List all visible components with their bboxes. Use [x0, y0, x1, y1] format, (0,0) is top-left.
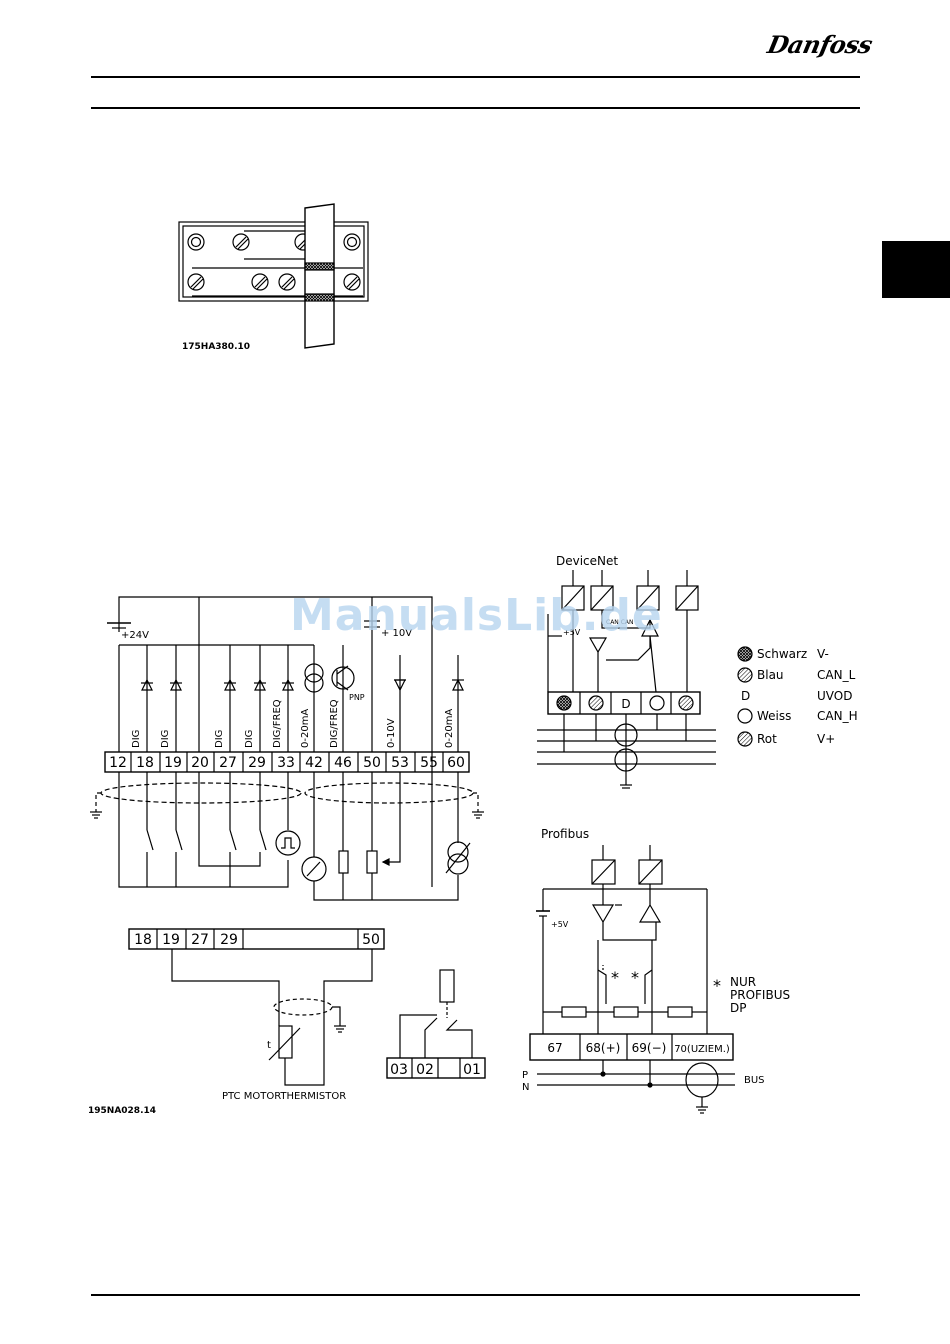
- legend-swatch-rot: [737, 731, 753, 747]
- n-line-label: N: [522, 1082, 529, 1093]
- terminal-label: 29: [248, 755, 266, 771]
- terminal-label: 53: [391, 755, 409, 771]
- ptc-terminal-label: 29: [220, 932, 238, 948]
- ptc-terminal-label: 18: [134, 932, 152, 948]
- legend-color: Schwarz: [757, 647, 807, 661]
- legend-signal: V-: [817, 647, 829, 661]
- terminal-label: 33: [277, 755, 295, 771]
- legend-swatch-schwarz: [737, 646, 753, 662]
- legend-color: Blau: [757, 668, 784, 682]
- note-asterisk: *: [713, 976, 721, 995]
- relay-terminal-label: 01: [463, 1062, 481, 1078]
- ptc-terminal-label: 19: [162, 932, 180, 948]
- ptc-terminal-label: 50: [362, 932, 380, 948]
- signal-label: DIG: [244, 730, 255, 748]
- transceiver-icon: [591, 904, 615, 924]
- profibus-terminal-label: 67: [547, 1041, 562, 1055]
- potentiometer-icon: [366, 850, 378, 874]
- profibus-terminal-label: 68(+): [586, 1041, 621, 1055]
- ptc-thermistor-icon: [278, 1025, 293, 1059]
- profibus-title: Profibus: [541, 827, 589, 841]
- figure-code-175ha380: 175HA380.10: [182, 342, 250, 352]
- legend-color: D: [741, 689, 750, 703]
- terminal-label: 50: [363, 755, 381, 771]
- header-rule-bottom: [91, 107, 860, 109]
- ptc-motorthermistor-label: PTC MOTORTHERMISTOR: [222, 1091, 346, 1102]
- ptc-terminal-strip: [128, 928, 385, 950]
- terminal-label: 20: [191, 755, 209, 771]
- legend-signal: V+: [817, 732, 835, 746]
- relay-terminal-label: 03: [390, 1062, 408, 1078]
- watermark-text: ManualsLib.de: [290, 590, 663, 641]
- bus-label: BUS: [744, 1075, 765, 1086]
- transceiver-icon: [588, 637, 608, 654]
- p-line-label: P: [522, 1070, 528, 1081]
- ptc-terminal-label: 27: [191, 932, 209, 948]
- relay-terminal-strip: [386, 1057, 486, 1079]
- profibus-diagram: [529, 845, 735, 1114]
- devicenet-diagram: [537, 570, 753, 789]
- devicenet-title: DeviceNet: [556, 554, 618, 568]
- current-sensor-icon: [447, 841, 469, 863]
- asterisk-label: *: [611, 968, 619, 987]
- header-rule-top: [91, 76, 860, 78]
- terminal-label: 42: [305, 755, 323, 771]
- devicenet-terminal-strip: [547, 691, 701, 715]
- terminal-label: 12: [109, 755, 127, 771]
- profibus-5v-label: +5V: [551, 920, 569, 929]
- legend-signal: CAN_L: [817, 668, 856, 682]
- terminal-label: 46: [334, 755, 352, 771]
- legend-swatch-weiss: [737, 708, 753, 724]
- supply-24v-label: +24V: [121, 630, 149, 641]
- devicenet-terminal-d: D: [621, 697, 630, 711]
- pulse-generator-icon: [275, 830, 301, 856]
- clamp-screw-icon: [187, 233, 361, 291]
- cable-clamp-figure: [178, 203, 369, 349]
- terminal-label: 60: [447, 755, 465, 771]
- footer-rule: [91, 1294, 860, 1296]
- supply-10v-label: + 10V: [381, 628, 412, 639]
- signal-label: 0-20mA: [300, 709, 311, 748]
- signal-label: DIG: [214, 730, 225, 748]
- legend-swatch-blau: [737, 667, 753, 683]
- terminal-label: 55: [420, 755, 438, 771]
- resistor-icon: [561, 1006, 587, 1018]
- legend-signal: CAN_H: [817, 709, 858, 723]
- profibus-terminal-label: 69(−): [632, 1041, 667, 1055]
- ptc-t-label: t: [267, 1040, 271, 1051]
- terminal-label: 18: [136, 755, 154, 771]
- signal-label: DIG: [160, 730, 171, 748]
- section-tab-marker: [882, 241, 950, 298]
- devicenet-5v-label: +5V: [563, 628, 581, 637]
- signal-label: DIG/FREQ: [329, 699, 340, 748]
- current-source-icon: [304, 663, 324, 683]
- signal-label: DIG/FREQ: [272, 699, 283, 748]
- pnp-label: PNP: [349, 693, 365, 702]
- note-line: DP: [730, 1001, 746, 1015]
- signal-label: DIG: [131, 730, 142, 748]
- pnp-transistor-icon: [331, 666, 355, 690]
- resistor-icon: [338, 850, 349, 874]
- terminal-label: 19: [164, 755, 182, 771]
- profibus-terminal-strip: [529, 1033, 734, 1061]
- relay-terminal-label: 02: [416, 1062, 434, 1078]
- note-line: PROFIBUS: [730, 988, 790, 1002]
- profibus-terminal-label: 70(UZIEM.): [674, 1044, 730, 1055]
- control-terminal-strip: [104, 751, 470, 773]
- figure-code-195na028: 195NA028.14: [88, 1106, 156, 1116]
- legend-signal: UVOD: [817, 689, 852, 703]
- terminal-label: 27: [219, 755, 237, 771]
- relay-coil-icon: [439, 969, 455, 1003]
- asterisk-label: *: [631, 968, 639, 987]
- signal-label: 0-10V: [386, 718, 397, 748]
- legend-color: Rot: [757, 732, 777, 746]
- note-line: NUR: [730, 975, 756, 989]
- legend-color: Weiss: [757, 709, 791, 723]
- devicenet-can-label: CAN CAN: [606, 619, 633, 626]
- control-wiring-diagram: [90, 596, 486, 1086]
- signal-label: 0-20mA: [444, 709, 455, 748]
